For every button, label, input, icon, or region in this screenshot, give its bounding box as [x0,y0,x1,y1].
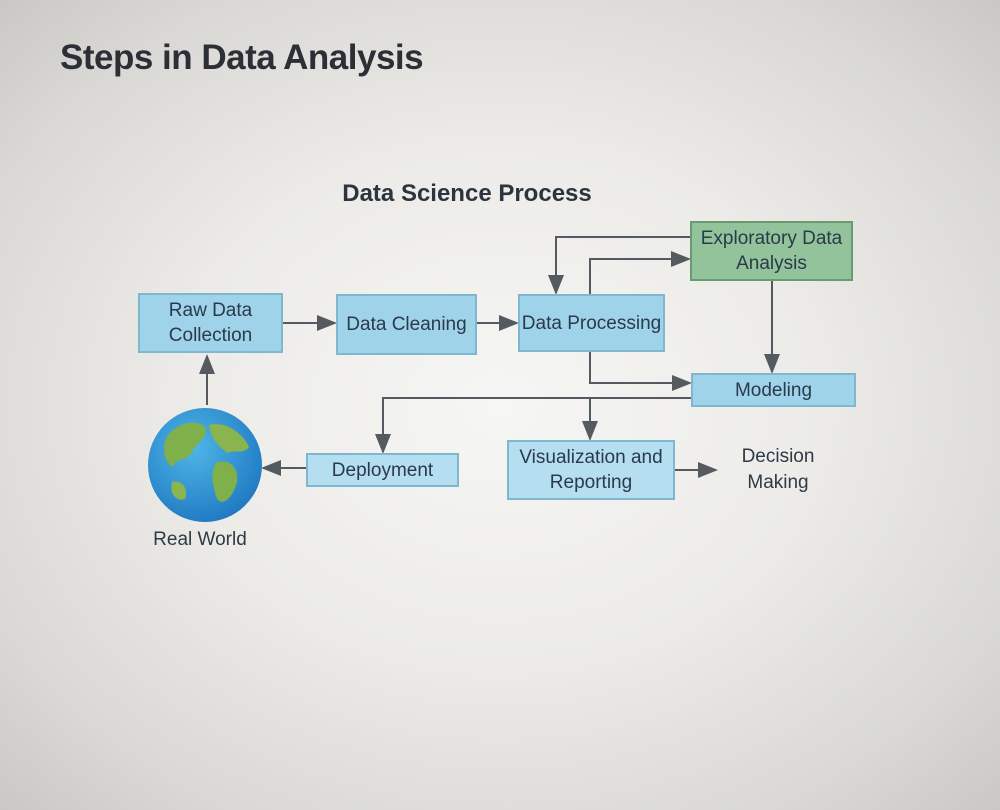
arrow-processing-to-eda [589,251,691,294]
arrow-processing-to-modeling [589,352,692,391]
node-data-cleaning: Data Cleaning [336,294,477,355]
node-data-processing: Data Processing [518,294,665,352]
node-visualization-reporting: Visualization and Reporting [507,440,675,500]
globe-icon [148,408,262,522]
node-modeling: Modeling [691,373,856,407]
node-raw-data-collection: Raw Data Collection [138,293,283,353]
node-exploratory-data-analysis: Exploratory Data Analysis [690,221,853,281]
node-decision-making: Decision Making [741,446,815,493]
diagram-title: Data Science Process [342,180,592,207]
slide-title: Steps in Data Analysis [60,38,424,77]
arrow-eda-to-processing [548,236,690,295]
node-deployment: Deployment [306,453,459,487]
real-world-label: Real World [153,529,247,550]
arrow-modeling-to-deployment [375,397,691,454]
